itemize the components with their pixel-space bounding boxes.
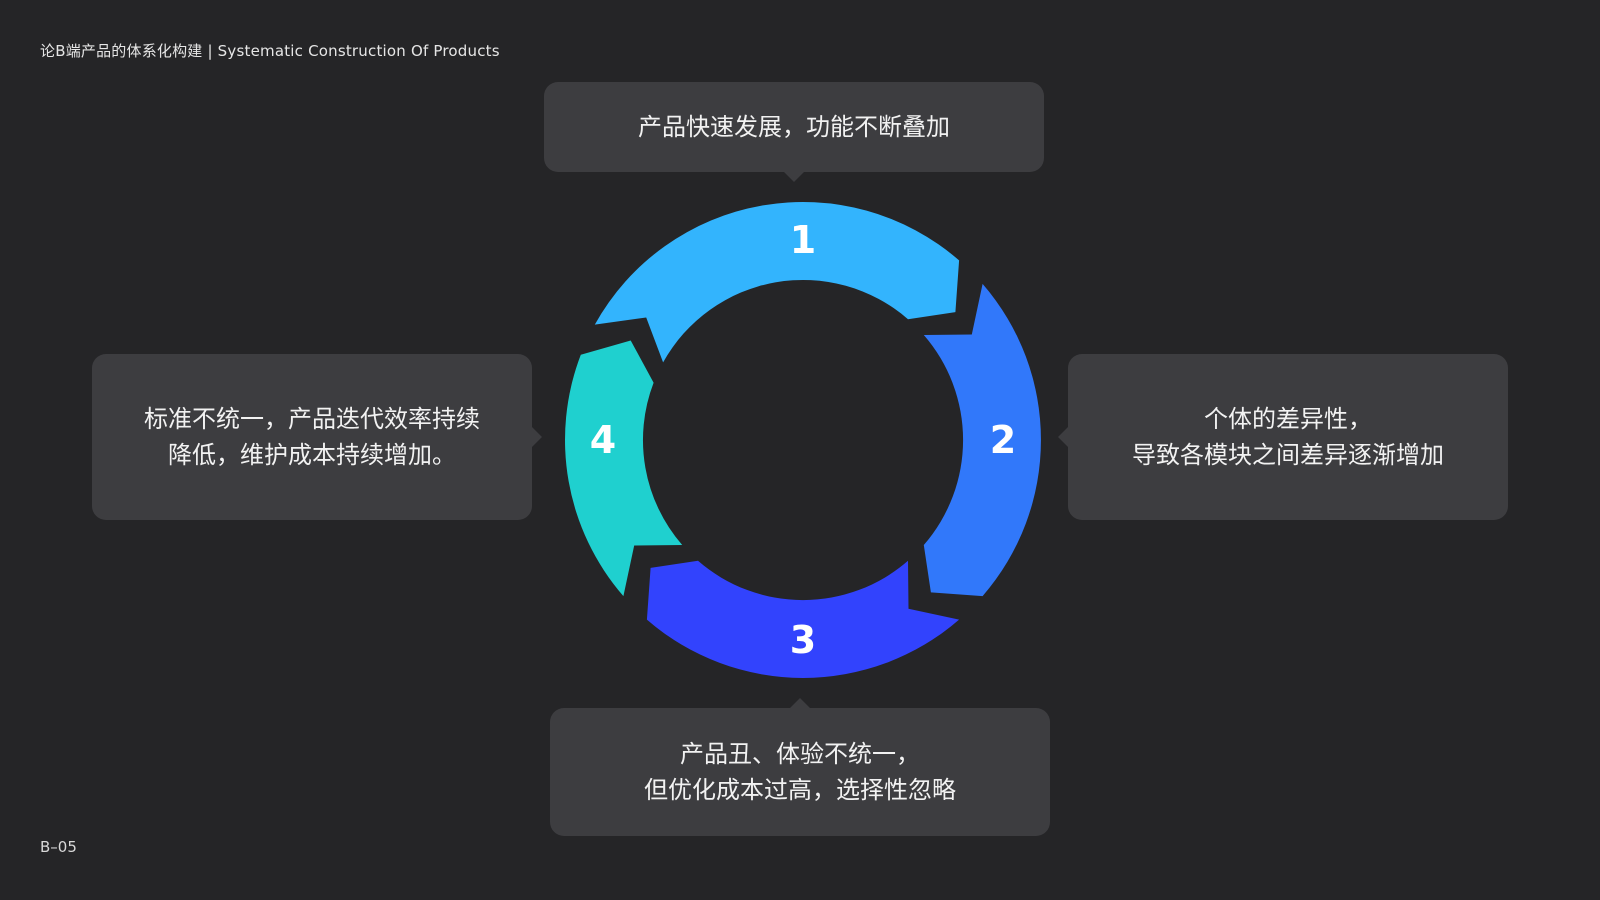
callout-left-line-1: 标准不统一，产品迭代效率持续 bbox=[144, 405, 480, 433]
callout-bottom-pointer bbox=[790, 698, 810, 708]
callout-right-line-2: 导致各模块之间差异逐渐增加 bbox=[1132, 441, 1444, 469]
callout-left-line-2: 降低，维护成本持续增加。 bbox=[168, 441, 456, 469]
segment-label-3: 3 bbox=[790, 618, 816, 662]
callout-top: 产品快速发展，功能不断叠加 bbox=[544, 82, 1044, 182]
callout-bottom: 产品丑、体验不统一， 但优化成本过高，选择性忽略 bbox=[550, 698, 1050, 836]
cycle-segment-4 bbox=[565, 340, 683, 597]
callout-top-pointer bbox=[784, 172, 804, 182]
page-title: 论B端产品的体系化构建 | Systematic Construction Of… bbox=[40, 42, 500, 60]
callout-left: 标准不统一，产品迭代效率持续 降低，维护成本持续增加。 bbox=[92, 354, 542, 520]
callout-bottom-line-2: 但优化成本过高，选择性忽略 bbox=[644, 776, 956, 804]
callout-bottom-line-1: 产品丑、体验不统一， bbox=[680, 740, 920, 768]
page-number: B–05 bbox=[40, 838, 77, 856]
cycle-segment-2 bbox=[923, 283, 1041, 597]
callout-right-line-1: 个体的差异性， bbox=[1204, 405, 1372, 433]
segment-label-4: 4 bbox=[590, 418, 616, 462]
segment-label-1: 1 bbox=[790, 218, 816, 262]
segment-label-2: 2 bbox=[990, 418, 1016, 462]
callout-top-line-1: 产品快速发展，功能不断叠加 bbox=[638, 113, 950, 141]
callout-left-pointer bbox=[532, 427, 542, 447]
callout-right: 个体的差异性， 导致各模块之间差异逐渐增加 bbox=[1058, 354, 1508, 520]
callout-right-pointer bbox=[1058, 427, 1068, 447]
cycle-segment-3 bbox=[646, 560, 960, 678]
cycle-segment-1 bbox=[594, 202, 960, 363]
